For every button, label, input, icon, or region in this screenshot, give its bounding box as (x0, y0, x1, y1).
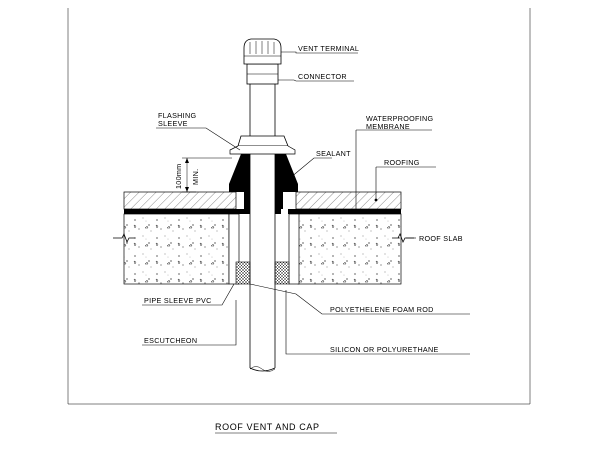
dim-min-text: MIN. (191, 169, 200, 185)
label-sealant: SEALANT (316, 149, 351, 158)
vent-terminal (243, 38, 282, 65)
label-silicon: SILICON OR POLYURETHANE (330, 345, 439, 354)
label-flashing-line1: FLASHING (158, 111, 196, 120)
connector (246, 63, 279, 85)
dimension-100mm (182, 157, 232, 193)
vent-pipe (249, 84, 276, 372)
label-flashing-line2: SLEEVE (158, 119, 188, 128)
label-connector: CONNECTOR (298, 72, 347, 81)
leader-lines (142, 51, 470, 355)
label-waterproofing-line1: WATERPROOFING (366, 114, 433, 123)
roofing-layer (123, 191, 402, 210)
waterproofing-membrane (124, 209, 401, 214)
label-waterproofing-line2: MEMBRANE (366, 122, 410, 131)
label-vent-terminal: VENT TERMINAL (298, 44, 359, 53)
flashing-sleeve (229, 135, 296, 155)
roof-slab (123, 213, 402, 285)
label-escutcheon: ESCUTCHEON (144, 336, 197, 345)
drawing-title: ROOF VENT AND CAP (215, 422, 320, 432)
label-roof-slab: ROOF SLAB (419, 234, 463, 243)
pipe-sleeve-pvc (228, 213, 300, 285)
sealant (229, 154, 298, 214)
label-roofing: ROOFING (384, 158, 420, 167)
label-pipe-sleeve: PIPE SLEEVE PVC (144, 296, 212, 305)
label-foam-rod: POLYETHELENE FOAM ROD (330, 305, 434, 314)
dim-value-text: 100mm (174, 164, 183, 189)
